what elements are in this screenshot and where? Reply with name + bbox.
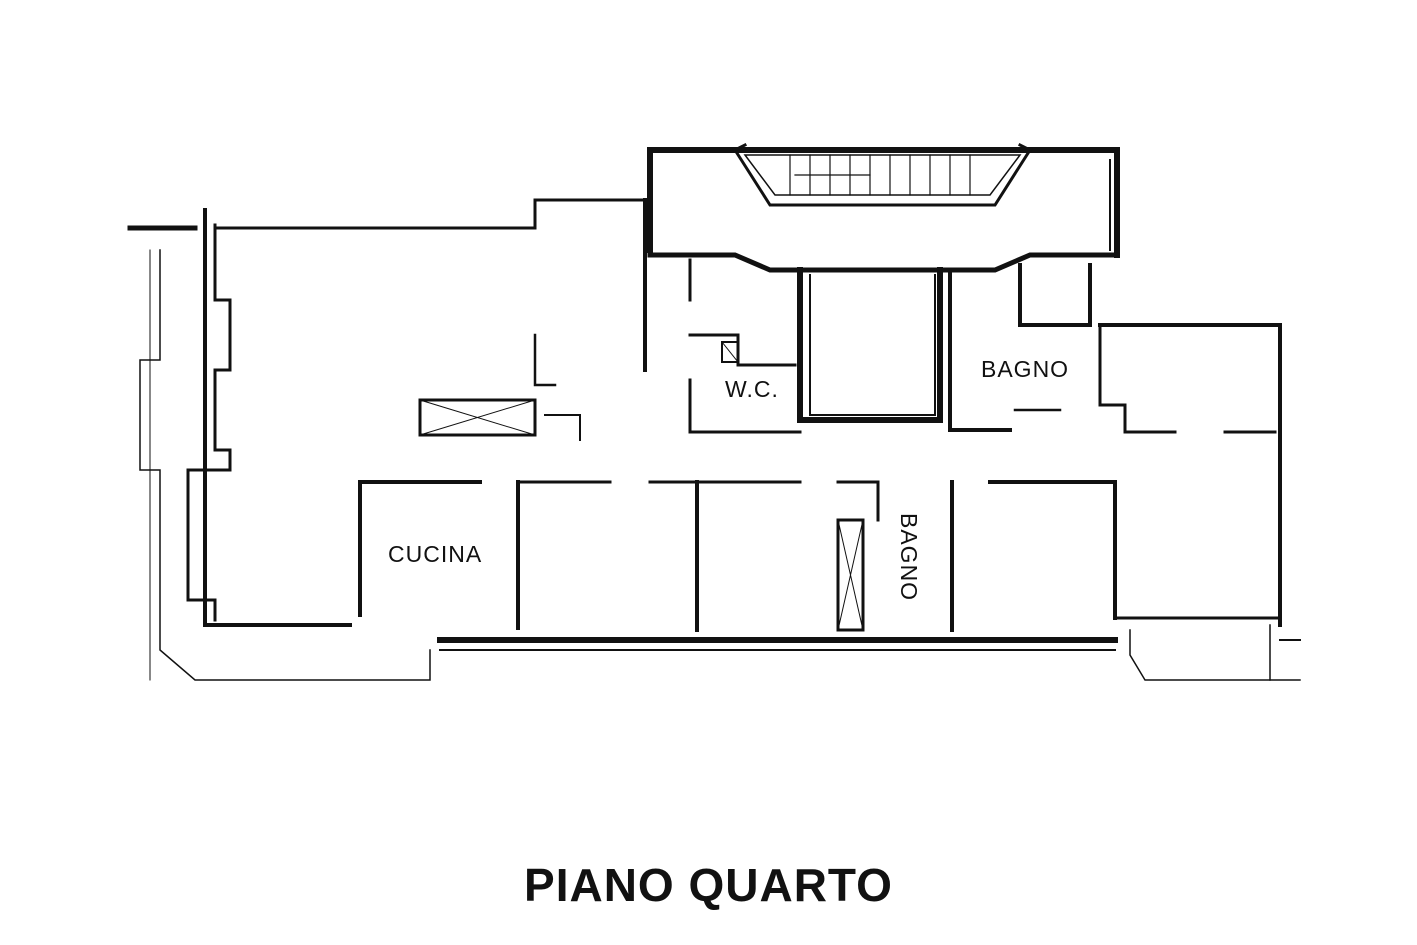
room-label-cucina: CUCINA [388, 541, 483, 567]
page-title: PIANO QUARTO [524, 859, 893, 911]
room-label-bagno-vertical: BAGNO [896, 513, 922, 602]
stair-block [647, 142, 1120, 273]
room-label-bagno-top: BAGNO [981, 356, 1070, 382]
room-label-wc: W.C. [725, 376, 779, 402]
lower-rooms [358, 480, 1301, 681]
living-area [127, 198, 647, 681]
central-rooms [643, 198, 1282, 627]
